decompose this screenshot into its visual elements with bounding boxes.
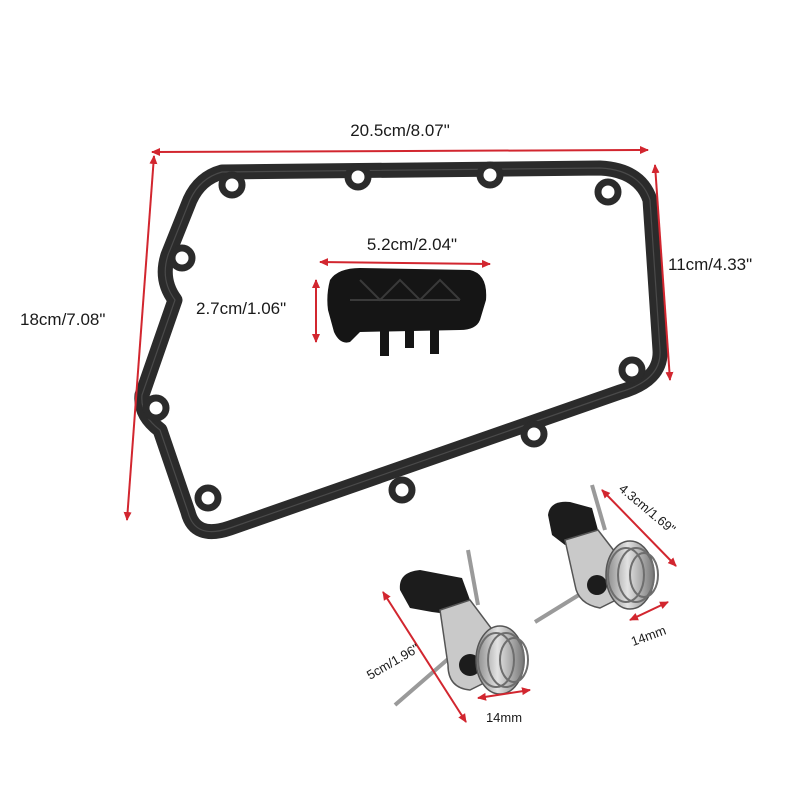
shoe-tab-mid [405, 326, 414, 348]
tensioner-left-width-label: 14mm [486, 710, 522, 725]
tensioner-left-width-dimension: 14mm [477, 687, 531, 725]
shoe-height-dimension: 2.7cm/1.06" [196, 279, 320, 343]
gasket-height-dimension: 18cm/7.08" [20, 155, 158, 521]
gasket-side-label: 11cm/4.33" [668, 255, 752, 274]
shoe-height-label: 2.7cm/1.06" [196, 299, 286, 318]
tensioner-right-length-label: 4.3cm/1.69" [616, 481, 679, 537]
spring-tensioner-left-icon [393, 549, 529, 707]
shoe-length-label: 5.2cm/2.04" [367, 235, 457, 254]
cam-cover-gasket-icon [134, 160, 668, 539]
shoe-tab-left [380, 326, 389, 356]
gasket-bolt-holes [142, 161, 646, 512]
tensioner-left-coil [475, 625, 529, 695]
gasket-width-label: 20.5cm/8.07" [350, 121, 450, 140]
tensioner-shoe-icon [327, 268, 487, 356]
tensioner-right-eye [587, 575, 607, 595]
tensioner-right-coil [605, 540, 659, 610]
gasket-inner-edge [141, 167, 661, 533]
tensioner-left-pin [466, 549, 480, 606]
gasket-height-label: 18cm/7.08" [20, 310, 105, 329]
shoe-tab-right [430, 326, 439, 354]
gasket-side-dimension: 11cm/4.33" [651, 164, 752, 381]
gasket-width-dimension: 20.5cm/8.07" [151, 121, 649, 156]
shoe-length-dimension: 5.2cm/2.04" [319, 235, 491, 268]
tensioner-left-length-label: 5cm/1.96" [364, 640, 422, 682]
shoe-ribs [350, 278, 461, 302]
tensioner-right-width-label: 14mm [629, 623, 668, 649]
